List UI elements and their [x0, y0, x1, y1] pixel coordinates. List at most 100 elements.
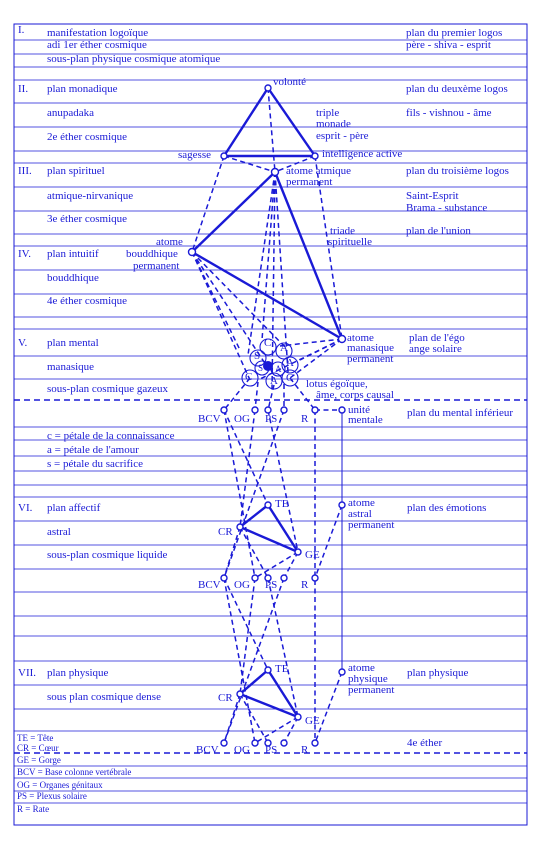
- monad-edge-left: [222, 87, 270, 157]
- plane-5-name: plan mental: [47, 337, 99, 349]
- diagram-frame: [13, 23, 528, 826]
- fan-1: [247, 171, 276, 356]
- legend-r: R = Rate: [17, 804, 49, 814]
- plane-2-right2: fils - vishnou - âme: [406, 107, 492, 119]
- fan-6: [191, 251, 269, 369]
- fan-4: [271, 171, 276, 391]
- label-astral-permanent: permanent: [348, 519, 394, 531]
- label-triple: triple: [316, 107, 339, 119]
- plane-5-name2: manasique: [47, 361, 94, 373]
- node-bcv-mental: [220, 406, 228, 414]
- node-ge-physical: [294, 713, 302, 721]
- plane-3-roman: III.: [18, 165, 32, 177]
- label-ame-corps: âme, corps causal: [316, 389, 394, 401]
- node-og-physical: [251, 739, 259, 747]
- plane-2-right1: plan du deuxème logos: [406, 83, 508, 95]
- lotus-petal-bottom-left: [241, 369, 259, 387]
- label-mentale: mentale: [348, 414, 383, 426]
- lm-2: [254, 381, 259, 411]
- plane-7-roman: VII.: [18, 667, 36, 679]
- link-intelligence-atmique: [274, 155, 316, 173]
- plane-3-name2: atmique-nirvanique: [47, 190, 133, 202]
- legend-og: OG = Organes génitaux: [17, 780, 103, 790]
- label-te-physical: TE: [275, 663, 289, 675]
- plane-5-roman: V.: [18, 337, 28, 349]
- node-og-astral: [251, 574, 259, 582]
- lotus-petal-top-left: [259, 338, 277, 356]
- legend-bcv: BCV = Base colonne vertébrale: [17, 767, 131, 777]
- petal-letter-a-bottom: A: [270, 375, 278, 387]
- node-r-astral: [311, 574, 319, 582]
- label-bcv-astral: BCV: [198, 579, 221, 591]
- plane-6-right1: plan des émotions: [407, 502, 486, 514]
- lotus-center-jewel: [263, 361, 273, 371]
- node-cr-physical: [236, 690, 244, 698]
- legend-ge: GE = Gorge: [17, 755, 61, 765]
- al-2: [239, 526, 269, 579]
- node-r-mental: [311, 406, 319, 414]
- petal-legend-c: c = pétale de la connaissance: [47, 430, 175, 442]
- ap-3: [267, 577, 299, 718]
- physical-edge-3: [239, 692, 299, 719]
- lotus-petal-left: [249, 349, 267, 367]
- plane-7-name2: sous plan cosmique dense: [47, 691, 161, 703]
- link-volonte-atmique: [267, 87, 276, 173]
- node-ps-mental: [280, 406, 288, 414]
- pl-3: [254, 716, 299, 744]
- petal-letter-c-bottom-left: C: [245, 371, 252, 383]
- label-atome-p: atome: [348, 662, 375, 674]
- plane-5-right1: plan de l'égo: [409, 332, 465, 344]
- label-manasique-permanent: permanent: [347, 353, 393, 365]
- astral-dashed-links: [223, 504, 343, 579]
- plane-3-right3: Brama - substance: [406, 202, 487, 214]
- node-ps-astral: [280, 574, 288, 582]
- fan-8: [191, 251, 241, 351]
- label-astral: astral: [348, 508, 372, 520]
- petal-letter-a-top: A: [280, 342, 288, 354]
- abbreviation-legend: TE = Tête CR = Cœur GE = Gorge BCV = Bas…: [17, 733, 131, 814]
- petal-letter-c-bottom-right: C: [286, 372, 293, 384]
- physical-triangle: [239, 669, 300, 719]
- plane-3-name3: 3e éther cosmique: [47, 213, 127, 225]
- label-physique-permanent: permanent: [348, 684, 394, 696]
- label-bcv-mental: BCV: [198, 413, 221, 425]
- node-atome-manasique: [337, 334, 347, 344]
- label-cr-astral: CR: [218, 526, 233, 538]
- node-atome-astral: [338, 501, 346, 509]
- triad-edge-base: [191, 250, 343, 341]
- fan-7: [191, 251, 287, 349]
- label-ps-mental: PS: [265, 413, 277, 425]
- label-ps-astral: PS: [265, 579, 277, 591]
- diagram-labels: volonté triple monade esprit - père sage…: [126, 76, 402, 756]
- node-te-astral: [264, 501, 272, 509]
- label-cr-physical: CR: [218, 692, 233, 704]
- plane-2-name3: 2e éther cosmique: [47, 131, 127, 143]
- plane-1-roman: I.: [18, 24, 25, 36]
- triad-edge-right: [273, 171, 344, 340]
- spiritual-triad-triangle: [191, 171, 344, 341]
- plane-5-right3: plan du mental inférieur: [407, 407, 513, 419]
- plane-2-roman: II.: [18, 83, 28, 95]
- physical-edge-1: [239, 669, 269, 695]
- label-atome-m: atome: [347, 332, 374, 344]
- label-og-physical: OG: [234, 744, 250, 756]
- label-ge-astral: GE: [305, 549, 320, 561]
- node-bcv-astral: [220, 574, 228, 582]
- plane-divider-lines: [14, 39, 527, 804]
- label-spirituelle: spirituelle: [328, 236, 372, 248]
- plane-7-right1: plan physique: [407, 667, 469, 679]
- node-te-physical: [264, 666, 272, 674]
- link-sagesse-atmique: [223, 155, 276, 173]
- fan-11: [279, 338, 343, 347]
- plane-1-name: manifestation logoïque: [47, 27, 148, 39]
- egoic-lotus: C A S A C A C S A: [241, 337, 299, 390]
- node-intelligence: [311, 152, 319, 160]
- lm-5: [289, 377, 316, 411]
- petal-letter-c-top: C: [264, 337, 271, 349]
- node-ps-physical: [280, 739, 288, 747]
- label-atmique-permanent: permanent: [286, 176, 332, 188]
- plane-4-name3: 4e éther cosmique: [47, 295, 127, 307]
- label-esprit-pere: esprit - père: [316, 130, 369, 142]
- plane-7-right2: 4e éther: [407, 737, 442, 749]
- plane-6-name: plan affectif: [47, 502, 101, 514]
